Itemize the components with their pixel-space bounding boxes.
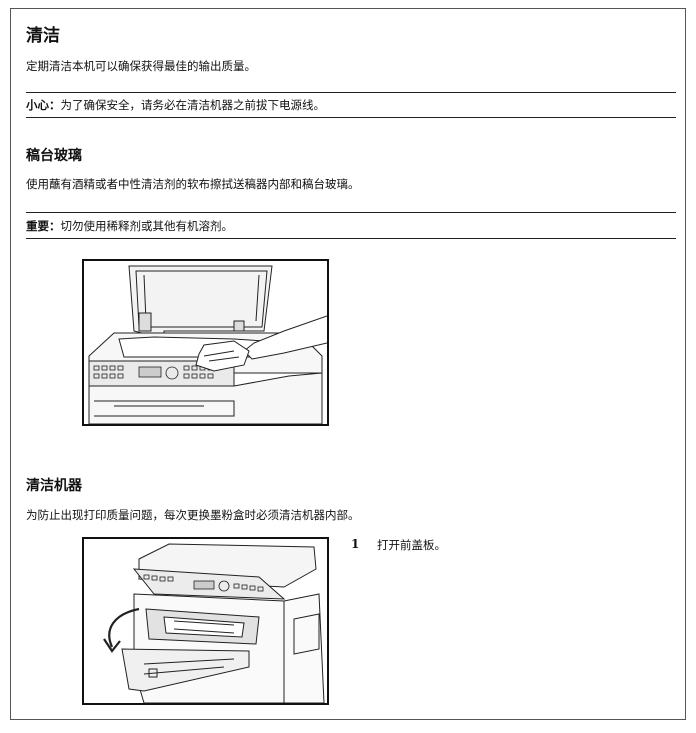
page-title: 清洁 <box>26 26 60 46</box>
caution-label: 小心： <box>26 98 61 112</box>
caution-note: 小心：为了确保安全，请务必在清洁机器之前拔下电源线。 <box>26 97 325 113</box>
machine-text: 为防止出现打印质量问题，每次更换墨粉盒时必须清洁机器内部。 <box>26 508 360 522</box>
glass-heading: 稿台玻璃 <box>26 148 82 164</box>
important-text: 切勿使用稀释剂或其他有机溶剂。 <box>60 219 234 233</box>
open-front-cover-illustration <box>82 537 329 705</box>
glass-text: 使用蘸有酒精或者中性清洁剂的软布擦拭送稿器内部和稿台玻璃。 <box>26 177 360 191</box>
caution-rule-bottom <box>26 117 676 118</box>
machine-heading: 清洁机器 <box>26 478 82 494</box>
important-rule-top <box>26 212 676 213</box>
page-frame <box>10 8 686 720</box>
intro-text: 定期清洁本机可以确保获得最佳的输出质量。 <box>26 59 256 73</box>
important-note: 重要：切勿使用稀释剂或其他有机溶剂。 <box>26 218 233 234</box>
caution-rule-top <box>26 92 676 93</box>
scanner-glass-wiping-illustration <box>82 259 329 426</box>
step-text: 打开前盖板。 <box>377 538 446 552</box>
step-number: 1 <box>351 537 360 551</box>
caution-text: 为了确保安全，请务必在清洁机器之前拔下电源线。 <box>60 98 326 112</box>
important-label: 重要： <box>26 219 61 233</box>
important-rule-bottom <box>26 238 676 239</box>
